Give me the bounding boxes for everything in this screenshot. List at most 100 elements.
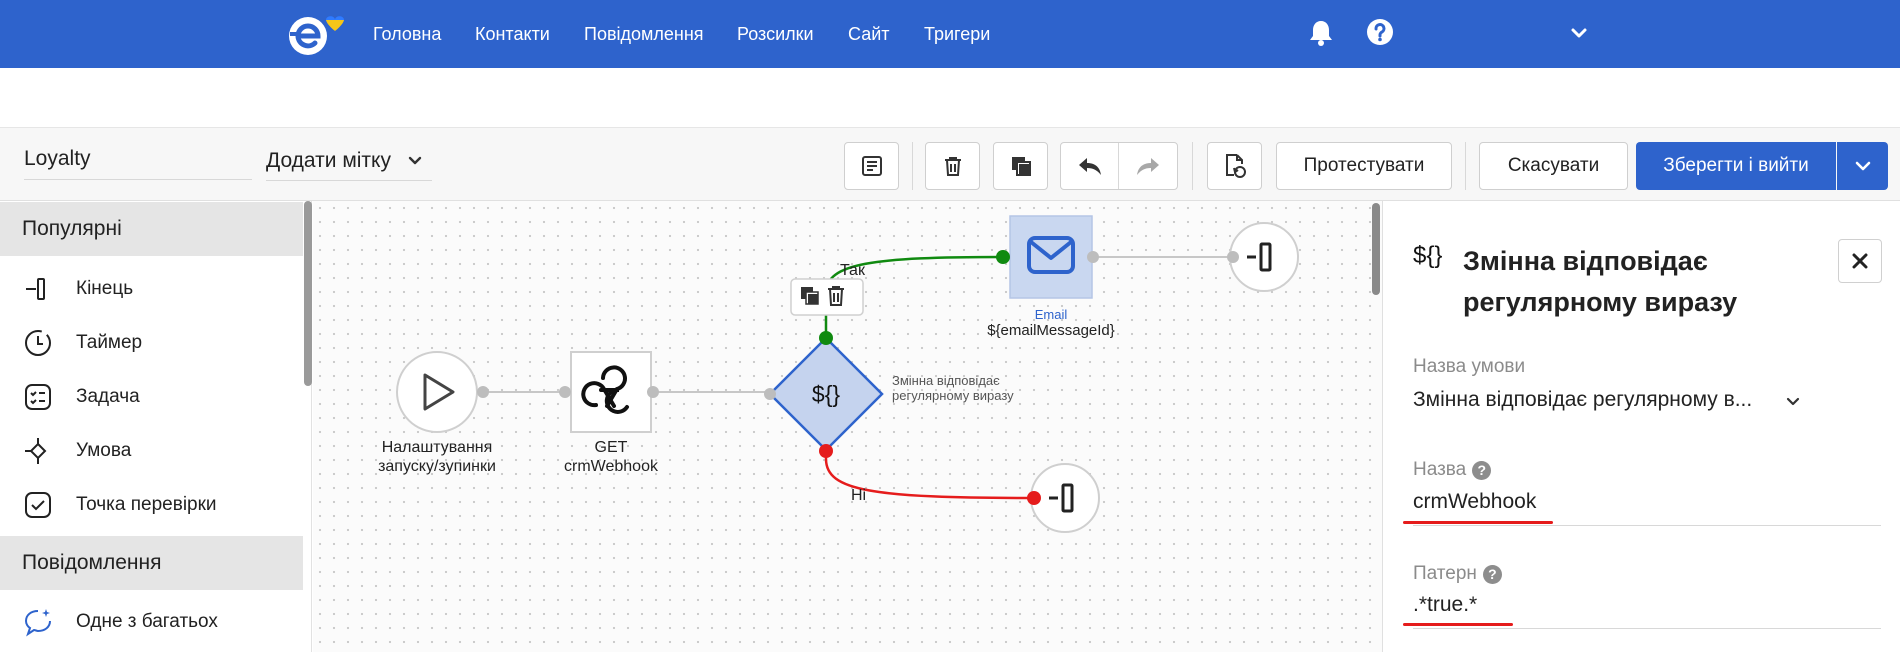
end-icon — [26, 278, 45, 300]
chevron-down-icon[interactable] — [1786, 397, 1800, 407]
name-field-highlight — [1403, 521, 1553, 524]
sidebar-scrollbar[interactable] — [304, 201, 312, 386]
nav-item-messages[interactable]: Повідомлення — [584, 24, 704, 44]
copy-icon[interactable] — [801, 287, 819, 305]
sidebar-item-label: Умова — [76, 440, 132, 461]
save-options-button[interactable] — [1837, 142, 1888, 190]
sidebar-item-end[interactable]: Кінець — [22, 272, 133, 306]
help-icon[interactable]: ? — [1482, 564, 1502, 584]
undo-icon — [1078, 158, 1101, 175]
redo-button[interactable] — [1119, 143, 1177, 189]
checkpoint-icon — [25, 492, 51, 518]
delete-button[interactable] — [925, 142, 980, 190]
sidebar-item-timer[interactable]: Таймер — [22, 326, 142, 360]
condition-name-label: Назва умови — [1413, 356, 1526, 377]
pattern-field[interactable]: .*true.* — [1413, 593, 1478, 616]
connector-port[interactable] — [1227, 251, 1239, 263]
chevron-down-icon[interactable] — [1570, 26, 1588, 40]
yes-branch-label: Так — [840, 262, 865, 279]
close-icon — [1852, 253, 1868, 269]
name-field-label: Назва ? — [1413, 459, 1492, 481]
block-library-sidebar: Популярні Кінець Таймер Задача Умова — [0, 201, 312, 652]
help-icon[interactable] — [1366, 18, 1394, 46]
add-tag-label: Додати мітку — [266, 149, 391, 172]
condition-node-label: Змінна відповідає регулярному виразу — [892, 373, 1014, 403]
top-navigation: Головна Контакти Повідомлення Розсилки С… — [0, 0, 1900, 68]
copy-icon — [1011, 157, 1031, 176]
connector-port[interactable] — [1027, 491, 1041, 505]
sidebar-item-label: Задача — [76, 386, 140, 407]
help-icon[interactable]: ? — [1472, 460, 1492, 480]
trash-icon — [944, 157, 961, 176]
no-port[interactable] — [819, 444, 833, 458]
yes-port[interactable] — [819, 331, 833, 345]
save-and-exit-button[interactable]: Зберегти і вийти — [1636, 142, 1836, 190]
test-button[interactable]: Протестувати — [1276, 142, 1452, 190]
properties-panel: ${} Змінна відповідає регулярному виразу… — [1382, 201, 1900, 652]
nav-item-triggers[interactable]: Тригери — [924, 24, 991, 44]
sidebar-item-label: Кінець — [76, 278, 134, 299]
nav-item-contacts[interactable]: Контакти — [475, 24, 550, 44]
connector-port[interactable] — [764, 388, 776, 400]
nav-item-home[interactable]: Головна — [373, 24, 442, 44]
flow-toolbar: Loyalty Додати мітку — [0, 128, 1900, 201]
sidebar-item-checkpoint[interactable]: Точка перевірки — [22, 488, 217, 522]
nav-item-campaigns[interactable]: Розсилки — [737, 24, 814, 44]
add-tag-dropdown[interactable]: Додати мітку — [266, 148, 423, 174]
condition-name-select[interactable]: Змінна відповідає регулярному в... — [1413, 388, 1753, 411]
name-field[interactable]: crmWebhook — [1413, 490, 1537, 513]
cancel-button[interactable]: Скасувати — [1479, 142, 1628, 190]
task-icon — [25, 384, 51, 410]
connector-port[interactable] — [559, 386, 571, 398]
sidebar-item-task[interactable]: Задача — [22, 380, 140, 414]
file-history-icon — [1225, 154, 1246, 178]
timer-icon — [25, 330, 51, 356]
panel-condition-icon: ${} — [1413, 242, 1443, 269]
condition-node-symbol: ${} — [811, 381, 841, 407]
section-messages[interactable]: Повідомлення — [0, 536, 303, 590]
toolbar-divider — [1465, 142, 1466, 190]
no-branch-label: Ні — [851, 487, 867, 504]
end-node-no[interactable] — [1030, 463, 1100, 533]
webhook-icon — [581, 365, 629, 414]
webhook-node-label: GET crmWebhook — [564, 439, 658, 475]
connector-port[interactable] — [647, 386, 659, 398]
sidebar-item-one-of-many[interactable]: Одне з багатьох — [22, 605, 218, 639]
redo-icon — [1137, 158, 1159, 175]
restore-version-button[interactable] — [1207, 142, 1262, 190]
sidebar-item-condition[interactable]: Умова — [22, 434, 131, 468]
end-node-yes[interactable] — [1229, 222, 1299, 292]
section-popular[interactable]: Популярні — [0, 202, 303, 256]
flow-name-input[interactable]: Loyalty — [24, 146, 252, 180]
webhook-node[interactable] — [570, 351, 652, 433]
copy-button[interactable] — [993, 142, 1048, 190]
secondary-header — [0, 68, 1900, 128]
email-node-type: Email — [1034, 307, 1068, 322]
sidebar-item-label: Таймер — [76, 332, 143, 353]
start-node[interactable] — [396, 351, 478, 433]
canvas-scrollbar[interactable] — [1372, 203, 1380, 295]
notes-button[interactable] — [844, 142, 899, 190]
trash-icon[interactable] — [828, 286, 844, 306]
note-icon — [861, 156, 882, 176]
node-actions — [790, 278, 864, 316]
add-tag-underline — [266, 180, 432, 181]
connector-port[interactable] — [477, 386, 489, 398]
undo-redo-group — [1060, 142, 1178, 190]
undo-button[interactable] — [1061, 143, 1119, 189]
connector-port[interactable] — [1087, 251, 1099, 263]
chevron-down-icon — [408, 157, 422, 165]
pattern-field-highlight — [1403, 623, 1513, 626]
toolbar-divider — [1192, 142, 1193, 190]
email-node[interactable] — [1009, 215, 1093, 299]
bell-icon[interactable] — [1308, 18, 1334, 48]
toolbar-divider — [912, 142, 913, 190]
close-panel-button[interactable] — [1838, 239, 1882, 283]
start-node-label: Налаштування запуску/зупинки — [378, 439, 496, 475]
brand-logo[interactable] — [284, 10, 348, 58]
connector-port[interactable] — [996, 250, 1010, 264]
pattern-field-underline — [1413, 628, 1881, 629]
name-field-underline — [1413, 525, 1881, 526]
flow-canvas[interactable]: ${} Налаштування запуску/зупинки GET crm… — [313, 201, 1382, 652]
nav-item-site[interactable]: Сайт — [848, 24, 890, 44]
